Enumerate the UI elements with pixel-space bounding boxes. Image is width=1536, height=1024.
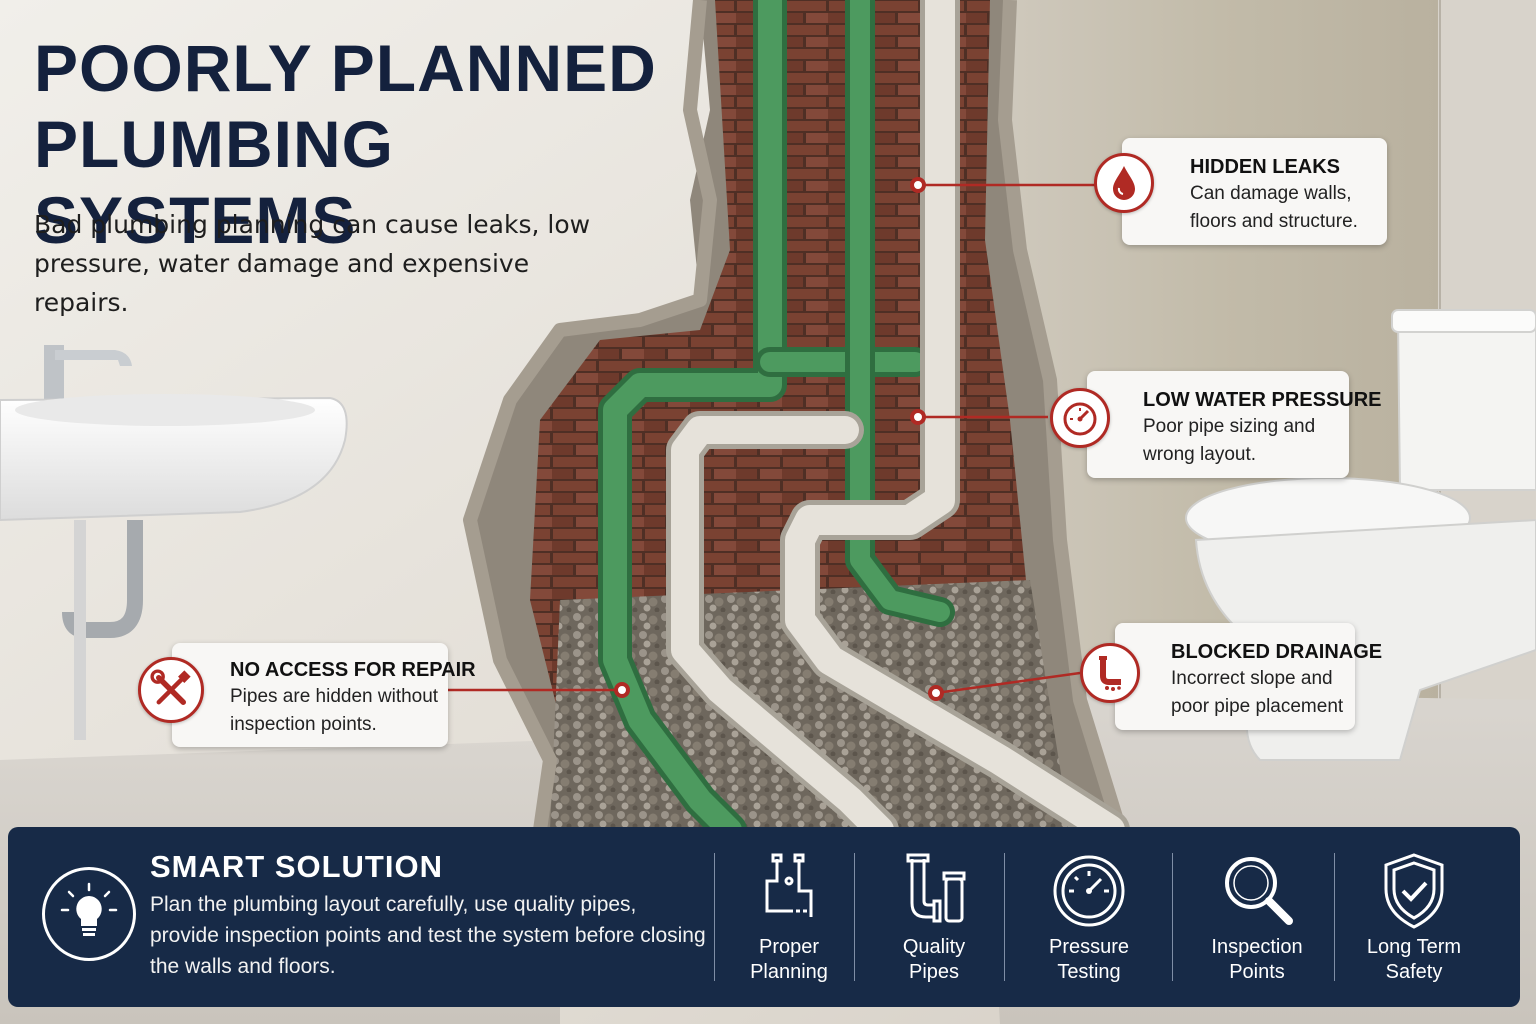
feature-label: Pressure	[1048, 936, 1130, 958]
smart-solution-banner: SMART SOLUTION Plan the plumbing layout …	[8, 827, 1520, 1007]
callout-no-access-for-repair: NO ACCESS FOR REPAIR Pipes are hidden wi…	[172, 643, 476, 747]
feature-label: Planning	[750, 961, 828, 983]
solution-text: Plan the plumbing layout carefully, use …	[150, 893, 706, 978]
pipes-icon	[906, 853, 966, 923]
feature-label: Proper	[758, 936, 820, 958]
divider	[1172, 853, 1173, 981]
title-line-1: POORLY PLANNED	[34, 31, 657, 105]
feature-label: Long Term	[1366, 936, 1462, 958]
solution-title: SMART SOLUTION	[150, 849, 443, 884]
divider	[854, 853, 855, 981]
callout-blocked-drainage: BLOCKED DRAINAGE Incorrect slope and poo…	[1115, 623, 1382, 730]
feature-label: Safety	[1385, 961, 1443, 983]
water-drop-icon	[1094, 153, 1154, 213]
pressure-gauge-icon	[1050, 388, 1110, 448]
callout-title: LOW WATER PRESSURE	[1143, 389, 1382, 411]
feature-label: Inspection	[1211, 936, 1303, 958]
divider	[714, 853, 715, 981]
callout-title: HIDDEN LEAKS	[1190, 156, 1341, 178]
callout-title: NO ACCESS FOR REPAIR	[230, 659, 476, 681]
divider	[1004, 853, 1005, 981]
callout-title: BLOCKED DRAINAGE	[1171, 641, 1383, 663]
page-title: POORLY PLANNED PLUMBING SYSTEMS	[34, 30, 734, 258]
pipe-layout-icon	[765, 853, 813, 917]
feature-label: Quality	[902, 936, 966, 958]
wrench-screwdriver-icon	[138, 657, 204, 723]
divider	[1334, 853, 1335, 981]
shield-check-icon	[1384, 853, 1444, 929]
callout-description: Poor pipe sizing and wrong layout.	[1143, 416, 1316, 465]
callout-hidden-leaks: HIDDEN LEAKS Can damage walls, floors an…	[1122, 138, 1387, 245]
feature-pressure-testing: Pressure Testing	[1014, 843, 1164, 993]
callout-low-water-pressure: LOW WATER PRESSURE Poor pipe sizing and …	[1087, 371, 1382, 478]
callout-description: Incorrect slope and poor pipe placement	[1171, 668, 1344, 717]
feature-label: Testing	[1057, 961, 1121, 983]
intro-text: Bad plumbing planning can cause leaks, l…	[34, 210, 591, 317]
feature-quality-pipes: Quality Pipes	[864, 843, 1004, 993]
feature-long-term-safety: Long Term Safety	[1344, 843, 1484, 993]
feature-label: Points	[1229, 961, 1285, 983]
feature-proper-planning: Proper Planning	[724, 843, 854, 993]
lightbulb-icon	[42, 867, 136, 961]
magnifier-icon	[1225, 857, 1293, 925]
callout-description: Can damage walls, floors and structure.	[1190, 183, 1358, 232]
feature-inspection-points: Inspection Points	[1182, 843, 1332, 993]
title-line-2: PLUMBING SYSTEMS	[34, 107, 394, 257]
callout-description: Pipes are hidden without inspection poin…	[230, 686, 439, 735]
feature-label: Pipes	[908, 961, 960, 983]
blocked-pipe-icon	[1080, 643, 1140, 703]
gauge-icon	[1053, 855, 1125, 927]
